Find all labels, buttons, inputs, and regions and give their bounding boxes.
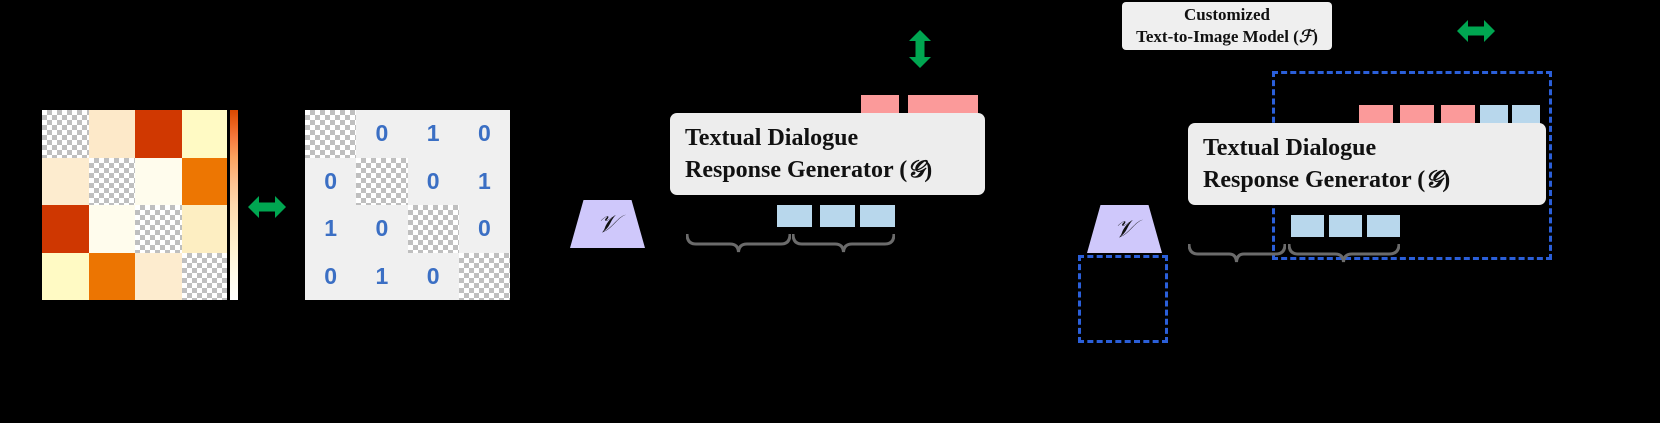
encoder-shape-right: [1087, 205, 1162, 253]
heatmap-cell-r1-c0: [42, 157, 89, 205]
textual-dialogue-response-generator-box: Textual Dialogue Response Generator (𝒢): [670, 113, 985, 195]
heatmap-cell-r3-c0: [42, 252, 89, 300]
heatmap-cell-r2-c2: [135, 205, 182, 253]
encoder-glyph-V-right: 𝒱: [1114, 214, 1135, 243]
heatmap-cell-r1-c1: [88, 157, 135, 205]
colorbar-left-edge: [227, 110, 229, 300]
token-pink: [1400, 105, 1434, 127]
binary-cell-r3-c3: [458, 252, 510, 300]
binary-cell-r1-c2: 0: [426, 167, 440, 194]
brace-right-right-panel: [1287, 242, 1401, 264]
double-headed-horizontal-arrow-icon: [246, 190, 288, 224]
token-blue: [1480, 105, 1508, 127]
visual-encoder-trapezoid-right: 𝒱: [1087, 205, 1162, 253]
token-pink: [861, 95, 899, 117]
heatmap-cell-r1-c2: [135, 157, 182, 205]
heatmap-cell-r3-c1: [88, 252, 135, 300]
encoder-shape: [570, 200, 645, 248]
generator-line-2-suffix-right: ): [1442, 166, 1451, 193]
heatmap-cell-r0-c0: [42, 110, 89, 158]
binary-cell-r2-c2: [407, 205, 459, 253]
binary-cell-r0-c2: 1: [426, 120, 440, 147]
heatmap-cell-r3-c3: [181, 252, 228, 300]
token-blue: [1291, 215, 1324, 237]
token-pink: [1359, 105, 1393, 127]
binary-relation-matrix: 0 1 0 0 0 1 1 0 0 0 1 0: [305, 110, 510, 300]
binary-cell-r3-c0: 0: [324, 262, 338, 289]
binary-cell-r0-c3: 0: [477, 120, 491, 147]
model-label-line-2: Text-to-Image Model (ℱ): [1136, 26, 1318, 48]
token-blue: [820, 205, 855, 227]
token-blue: [777, 205, 812, 227]
double-headed-horizontal-arrow-icon-right: [1455, 14, 1497, 48]
heatmap-cell-r2-c3: [181, 205, 228, 253]
generator-symbol-G-right: 𝒢: [1425, 163, 1443, 193]
visual-encoder-trapezoid: 𝒱: [570, 200, 645, 248]
binary-cell-r3-c2: 0: [426, 262, 440, 289]
binary-cell-r2-c1: 0: [375, 215, 389, 242]
heatmap-cell-r3-c2: [135, 252, 182, 300]
generator-line-2: Response Generator (𝒢): [685, 154, 985, 186]
binary-cell-r2-c0: 1: [324, 215, 338, 242]
brace-right: [791, 232, 896, 254]
binary-cell-r1-c1: [356, 157, 408, 205]
token-pink: [1441, 105, 1475, 127]
textual-dialogue-response-generator-box-right: Textual Dialogue Response Generator (𝒢): [1188, 123, 1546, 205]
binary-cell-r2-c3: 0: [477, 215, 491, 242]
brace-left-right-panel: [1187, 242, 1287, 264]
model-symbol-F: ℱ: [1298, 27, 1313, 47]
generator-line-2-prefix-right: Response Generator (: [1203, 166, 1426, 193]
brace-left: [685, 232, 792, 254]
binary-cell-r3-c1: 1: [375, 262, 389, 289]
generator-line-1-right: Textual Dialogue: [1203, 134, 1377, 161]
binary-cell-r0-c0: [305, 110, 357, 158]
token-blue: [860, 205, 895, 227]
generator-line-1: Textual Dialogue: [685, 124, 859, 151]
heatmap-cell-r1-c3: [181, 157, 228, 205]
generator-line-2-suffix: ): [924, 156, 933, 183]
model-label-line-1: Customized: [1184, 4, 1270, 24]
binary-cell-r1-c0: 0: [324, 167, 338, 194]
token-pink: [908, 95, 946, 117]
heatmap-cell-r0-c3: [181, 110, 228, 158]
heatmap-cell-r0-c2: [135, 110, 182, 158]
token-pink: [946, 95, 978, 117]
generator-line-2-prefix: Response Generator (: [685, 156, 908, 183]
customized-text-to-image-model-label: Customized Text-to-Image Model (ℱ): [1122, 2, 1332, 50]
model-label-line-2-suffix: ): [1312, 27, 1318, 46]
dashed-highlight-box-encoder: [1078, 255, 1168, 343]
heatmap-cell-r2-c0: [42, 205, 89, 253]
token-blue: [1512, 105, 1540, 127]
token-blue: [1367, 215, 1400, 237]
colorbar-gradient: [230, 110, 238, 300]
double-headed-vertical-arrow-icon: [905, 28, 935, 70]
model-label-line-2-prefix: Text-to-Image Model (: [1136, 27, 1299, 46]
heatmap-cell-r0-c1: [88, 110, 135, 158]
binary-cell-r0-c1: 0: [375, 120, 389, 147]
token-blue: [1329, 215, 1362, 237]
binary-cell-r1-c3: 1: [477, 167, 491, 194]
heatmap-cell-r2-c1: [88, 205, 135, 253]
encoder-glyph-V: 𝒱: [597, 209, 618, 238]
similarity-heatmap: [42, 110, 228, 300]
generator-line-2-right: Response Generator (𝒢): [1203, 164, 1546, 196]
heatmap-colorbar: [227, 110, 238, 300]
generator-symbol-G: 𝒢: [907, 153, 925, 183]
